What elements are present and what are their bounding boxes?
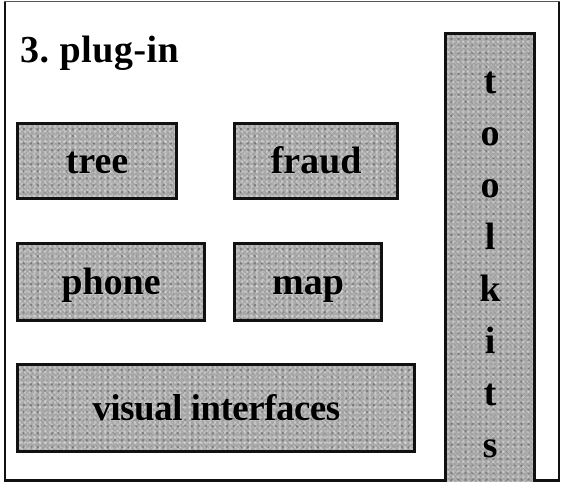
visual-interfaces-label: visual interfaces [92, 387, 340, 429]
toolkits-letter: s [482, 424, 498, 466]
tree-label: tree [65, 140, 129, 182]
toolkits-letter: o [480, 112, 500, 154]
toolkits-letter: l [484, 216, 496, 258]
map-label: map [272, 261, 344, 303]
fraud-label: fraud [270, 140, 362, 182]
map-box: map [233, 242, 383, 322]
toolkits-letters: t o o l k i t s [447, 55, 533, 471]
toolkits-letter: o [480, 164, 500, 206]
toolkits-column: t o o l k i t s [444, 32, 536, 482]
tree-box: tree [16, 122, 178, 200]
fraud-box: fraud [233, 122, 399, 200]
visual-interfaces-box: visual interfaces [16, 363, 416, 453]
toolkits-letter: t [483, 372, 497, 414]
toolkits-letter: t [483, 60, 497, 102]
phone-box: phone [16, 242, 206, 322]
toolkits-letter: k [479, 268, 501, 310]
frame-top-line [4, 1, 560, 2]
toolkits-letter: i [484, 320, 496, 362]
diagram-title: 3. plug-in [20, 29, 180, 71]
outer-frame [4, 2, 560, 482]
phone-label: phone [61, 261, 161, 303]
